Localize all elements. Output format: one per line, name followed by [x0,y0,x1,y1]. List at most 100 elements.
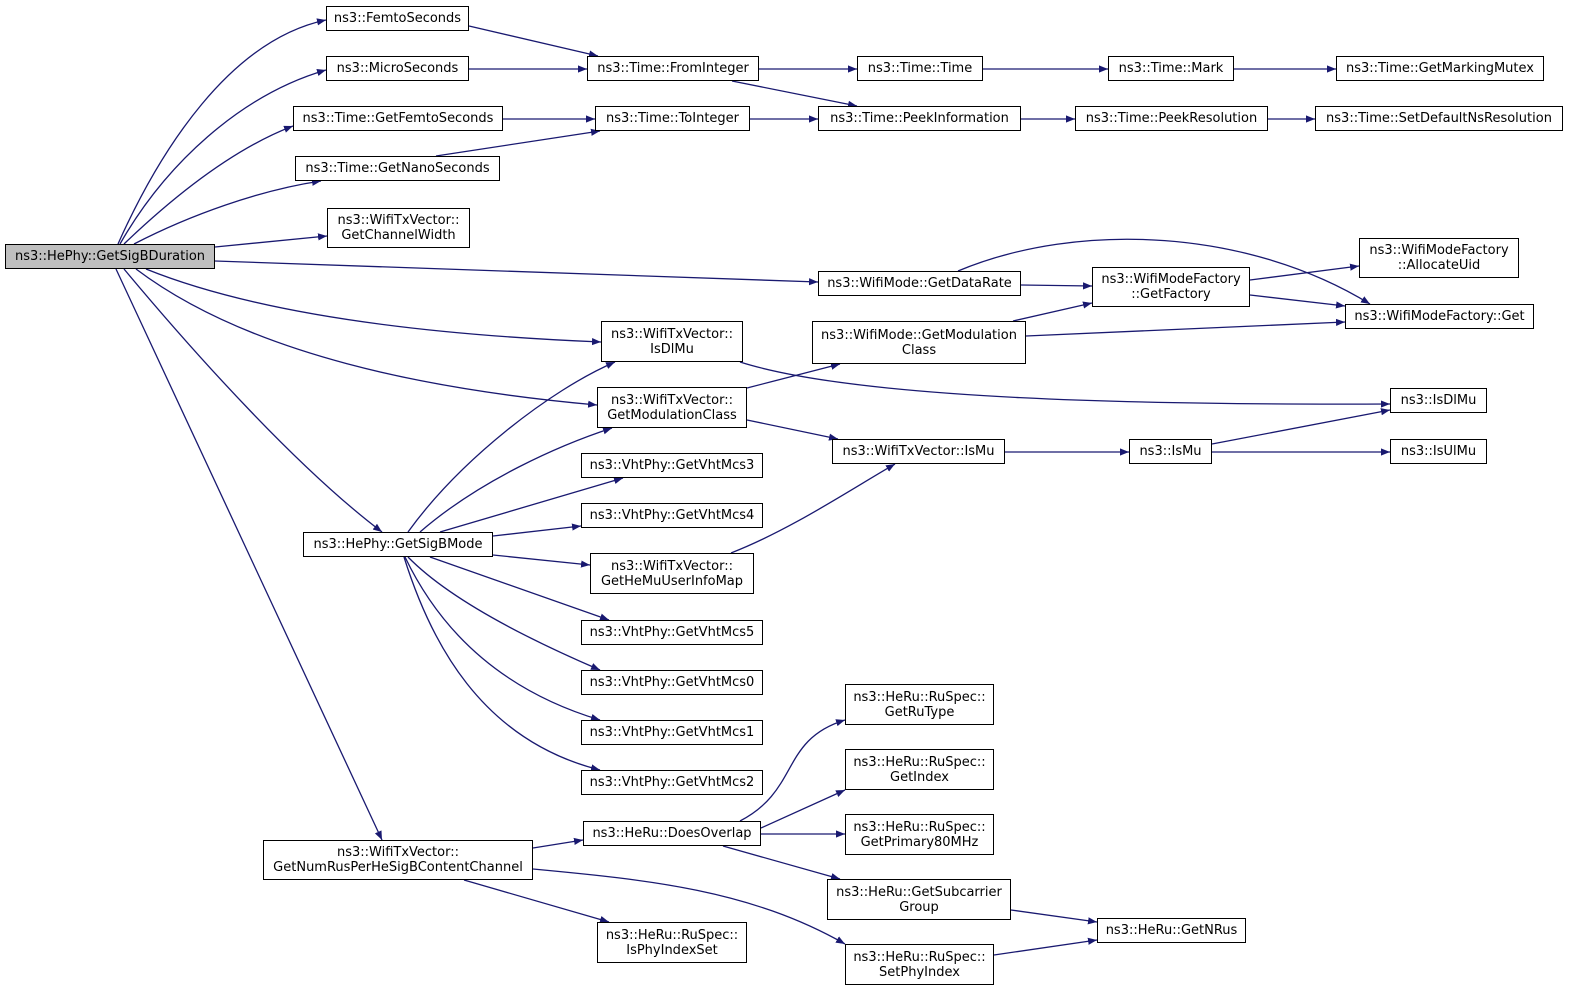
node-label-line: ns3::WifiTxVector::IsMu [842,444,995,459]
node-label-line: Class [901,342,937,358]
edge-getfactory-to-factoryget [1249,294,1346,309]
node-label-line: ns3::Time::Time [867,61,973,76]
node-label-line: ns3::FemtoSeconds [333,11,462,26]
edge-getsigbduration-to-getsigbmode [123,268,383,533]
edge-doesoverlap-to-getrutype [739,719,846,822]
node-isphyindexset[interactable]: ns3::HeRu::RuSpec::IsPhyIndexSet [597,922,747,963]
edge-getdatarate-to-getfactory [1020,282,1093,290]
node-label-line: ::AllocateUid [1397,258,1481,273]
node-nsismu[interactable]: ns3::IsMu [1129,439,1212,464]
node-label-line: ns3::WifiTxVector:: [610,326,733,342]
node-label-line: GetModulationClass [607,407,737,423]
node-setphyindex[interactable]: ns3::HeRu::RuSpec::SetPhyIndex [845,944,994,985]
node-getvhtmcs4[interactable]: ns3::VhtPhy::GetVhtMcs4 [581,503,763,528]
node-label-line: ns3::HeRu::GetNRus [1105,923,1238,938]
node-label-line: SetPhyIndex [879,964,960,980]
edge-nsismu-to-nsisdlmu [1211,408,1391,445]
edge-modegetmodulationclass-to-getfactory [1012,301,1093,322]
node-allocateuid[interactable]: ns3::WifiModeFactory::AllocateUid [1359,238,1519,278]
node-getnumrusperhesigbcontentchannel[interactable]: ns3::WifiTxVector::GetNumRusPerHeSigBCon… [263,840,533,880]
node-getsigbmode[interactable]: ns3::HePhy::GetSigBMode [303,532,493,557]
node-gethemuuserinfomap[interactable]: ns3::WifiTxVector::GetHeMuUserInfoMap [590,553,754,594]
edge-getsigbduration-to-microseconds [119,69,327,245]
node-getfemtoseconds[interactable]: ns3::Time::GetFemtoSeconds [293,106,503,131]
node-txgetmodulationclass[interactable]: ns3::WifiTxVector::GetModulationClass [597,387,747,428]
node-getvhtmcs0[interactable]: ns3::VhtPhy::GetVhtMcs0 [581,670,763,695]
node-mark[interactable]: ns3::Time::Mark [1108,56,1234,81]
edge-getsigbduration-to-isdlmu [145,268,602,346]
node-label-line: ns3::WifiTxVector:: [610,558,733,574]
edge-getsubcarriergroup-to-getnrus [1010,909,1098,925]
node-nsisulmu[interactable]: ns3::IsUlMu [1390,439,1487,464]
edge-getsigbduration-to-getnumrusperhesigbcontentchannel [115,268,383,841]
node-getchannelwidth[interactable]: ns3::WifiTxVector::GetChannelWidth [327,208,470,248]
node-getvhtmcs2[interactable]: ns3::VhtPhy::GetVhtMcs2 [581,770,763,795]
node-label-line: ns3::Time::FromInteger [597,61,749,76]
edge-modegetmodulationclass-to-factoryget [1025,318,1346,337]
edge-getsigbduration-to-txgetmodulationclass [135,268,598,408]
edge-getdatarate-to-factoryget [957,238,1371,305]
edge-txgetmodulationclass-to-txismu [746,419,839,441]
node-label-line: IsPhyIndexSet [626,942,718,958]
node-label-line: ns3::WifiMode::GetDataRate [827,276,1012,291]
edge-getsigbmode-to-getvhtmcs0 [407,556,601,671]
node-factoryget[interactable]: ns3::WifiModeFactory::Get [1345,304,1534,329]
edge-isdlmu-to-nsisdlmu [739,361,1391,408]
node-label-line: ns3::WifiTxVector:: [337,213,460,228]
node-frominteger[interactable]: ns3::Time::FromInteger [587,56,759,81]
edge-getsigbmode-to-getvhtmcs2 [403,556,601,772]
edge-txgetmodulationclass-to-modegetmodulationclass [746,362,841,389]
node-nsisdlmu[interactable]: ns3::IsDlMu [1390,388,1487,413]
edge-gethemuuserinfomap-to-txismu [730,463,896,554]
node-label-line: ns3::Time::ToInteger [605,111,740,126]
node-label-line: GetPrimary80MHz [860,834,979,850]
node-label-line: IsDlMu [650,341,694,357]
node-getvhtmcs5[interactable]: ns3::VhtPhy::GetVhtMcs5 [581,620,763,645]
node-label-line: ns3::VhtPhy::GetVhtMcs3 [589,458,755,473]
node-microseconds[interactable]: ns3::MicroSeconds [326,56,469,81]
node-label-line: ns3::IsDlMu [1400,393,1477,408]
node-peekinformation[interactable]: ns3::Time::PeekInformation [818,106,1021,131]
node-getvhtmcs3[interactable]: ns3::VhtPhy::GetVhtMcs3 [581,453,763,478]
node-time[interactable]: ns3::Time::Time [857,56,983,81]
node-label-line: ns3::HeRu::GetSubcarrier [836,884,1002,900]
node-label-line: ::GetFactory [1131,287,1211,302]
node-getnanoseconds[interactable]: ns3::Time::GetNanoSeconds [295,156,500,181]
node-tointeger[interactable]: ns3::Time::ToInteger [595,106,750,131]
node-label-line: GetChannelWidth [341,228,456,243]
node-peekresolution[interactable]: ns3::Time::PeekResolution [1075,106,1268,131]
node-getmarkingmutex[interactable]: ns3::Time::GetMarkingMutex [1336,56,1544,81]
node-getprimary80mhz[interactable]: ns3::HeRu::RuSpec::GetPrimary80MHz [845,814,994,855]
node-setdefaultnsresolution[interactable]: ns3::Time::SetDefaultNsResolution [1315,106,1563,131]
node-label-line: ns3::IsUlMu [1400,444,1477,459]
edge-getsigbduration-to-getnanoseconds [133,178,322,245]
node-femtoseconds[interactable]: ns3::FemtoSeconds [326,6,469,31]
node-label-line: ns3::WifiModeFactory::Get [1354,309,1525,324]
node-label-line: ns3::VhtPhy::GetVhtMcs0 [589,675,755,690]
node-isdlmu[interactable]: ns3::WifiTxVector::IsDlMu [601,321,743,362]
edge-getnumrusperhesigbcontentchannel-to-setphyindex [532,868,846,945]
node-label-line: ns3::VhtPhy::GetVhtMcs5 [589,625,755,640]
node-label-line: Group [899,899,939,915]
edge-getsigbmode-to-getvhtmcs3 [439,477,624,533]
node-txismu[interactable]: ns3::WifiTxVector::IsMu [832,439,1005,464]
edge-getsigbduration-to-getdatarate [214,260,819,286]
node-getvhtmcs1[interactable]: ns3::VhtPhy::GetVhtMcs1 [581,720,763,745]
node-label-line: ns3::WifiTxVector:: [610,392,733,408]
node-label-line: ns3::VhtPhy::GetVhtMcs1 [589,725,755,740]
edge-femtoseconds-to-frominteger [468,25,599,58]
node-getsigbduration: ns3::HePhy::GetSigBDuration [5,244,215,269]
node-getnrus[interactable]: ns3::HeRu::GetNRus [1097,918,1246,943]
node-getrutype[interactable]: ns3::HeRu::RuSpec::GetRuType [845,684,994,725]
node-getdatarate[interactable]: ns3::WifiMode::GetDataRate [818,271,1021,296]
node-doesoverlap[interactable]: ns3::HeRu::DoesOverlap [583,821,761,846]
node-getindex[interactable]: ns3::HeRu::RuSpec::GetIndex [845,749,994,790]
node-label-line: ns3::HeRu::RuSpec:: [605,927,739,943]
node-label-line: ns3::WifiModeFactory [1101,272,1241,287]
node-label-line: ns3::MicroSeconds [336,61,459,76]
edge-getnanoseconds-to-tointeger [435,128,601,157]
node-getfactory[interactable]: ns3::WifiModeFactory::GetFactory [1092,267,1250,307]
